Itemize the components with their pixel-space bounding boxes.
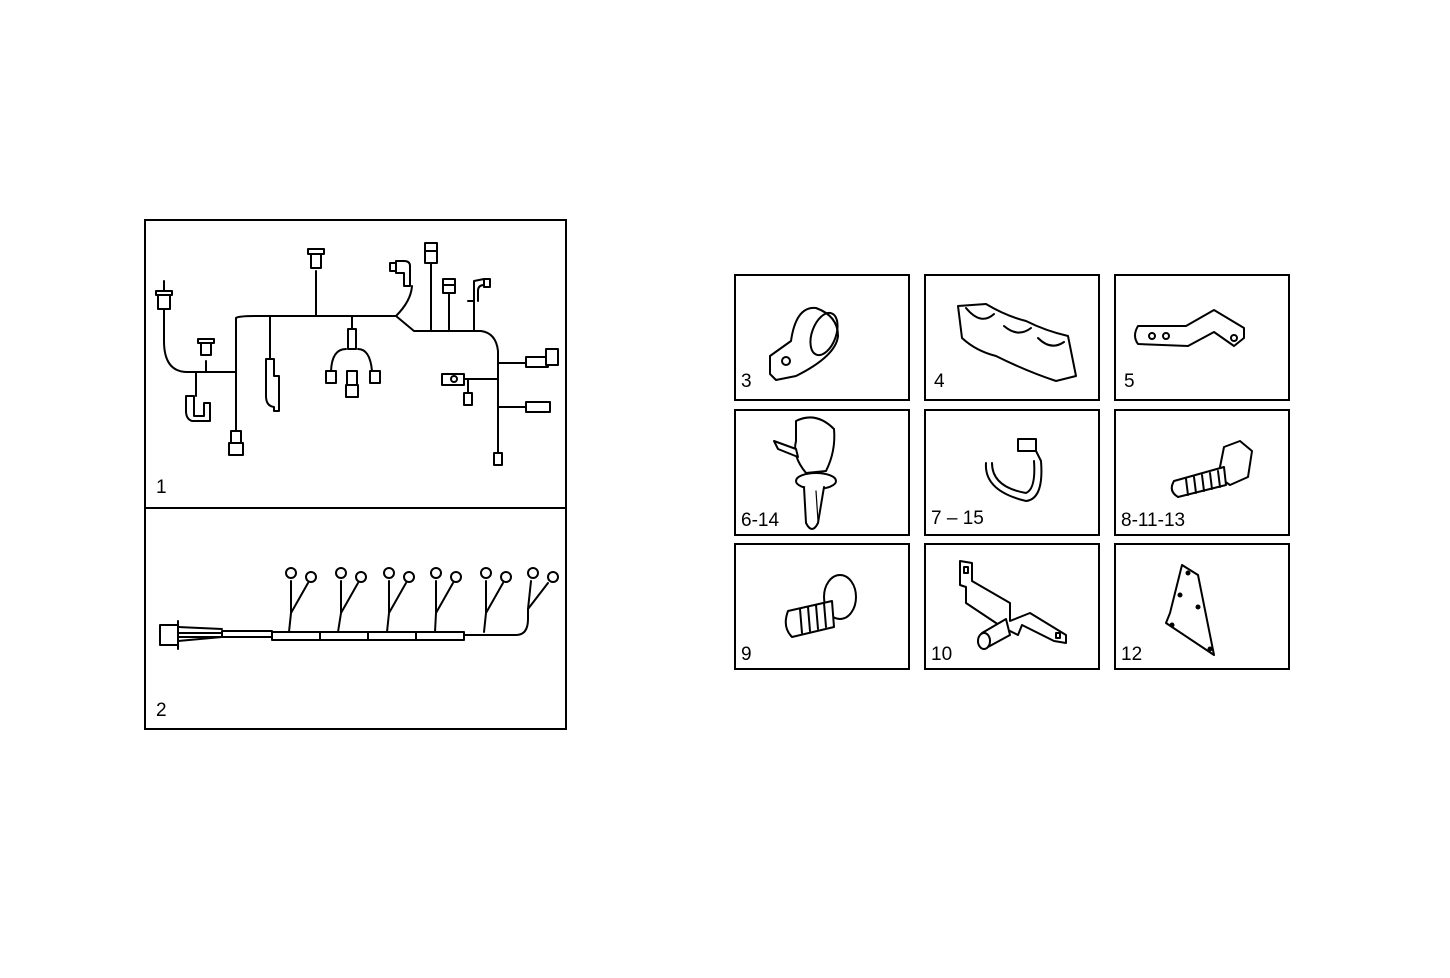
panel-3-p-clip[interactable]: 3 bbox=[734, 274, 910, 401]
panel-2-injector-harness[interactable]: 2 bbox=[144, 507, 567, 730]
panel-2-label: 2 bbox=[156, 700, 167, 721]
panel-7-15-cable-tie[interactable]: 7 – 15 bbox=[924, 409, 1100, 536]
panel-10-label: 10 bbox=[931, 644, 953, 665]
bracket-tube-drawing bbox=[959, 560, 1067, 650]
main-harness-drawing bbox=[155, 242, 559, 466]
triple-clip-drawing bbox=[957, 303, 1077, 382]
panel-3-label: 3 bbox=[741, 371, 752, 392]
panel-5-bracket-strip[interactable]: 5 bbox=[1114, 274, 1290, 401]
triangular-plate-drawing bbox=[1165, 564, 1215, 656]
panel-12-label: 12 bbox=[1121, 644, 1143, 665]
panel-6-14-cable-clip[interactable]: 6-14 bbox=[734, 409, 910, 536]
panel-12-triangular-plate[interactable]: 12 bbox=[1114, 543, 1290, 670]
panel-4-label: 4 bbox=[934, 371, 945, 392]
panel-9-label: 9 bbox=[741, 644, 752, 665]
injector-harness-drawing bbox=[159, 567, 559, 650]
bracket-strip-drawing bbox=[1134, 309, 1245, 347]
panel-7-15-label: 7 – 15 bbox=[931, 508, 984, 529]
flanged-bolt-drawing bbox=[784, 574, 857, 638]
panel-8-11-13-hex-bolt[interactable]: 8-11-13 bbox=[1114, 409, 1290, 536]
cable-tie-drawing bbox=[984, 438, 1043, 502]
p-clip-drawing bbox=[769, 306, 839, 381]
panel-4-triple-clip[interactable]: 4 bbox=[924, 274, 1100, 401]
panel-1-label: 1 bbox=[156, 477, 167, 498]
cable-clip-drawing bbox=[773, 416, 837, 530]
panel-8-11-13-label: 8-11-13 bbox=[1121, 510, 1186, 531]
panel-5-label: 5 bbox=[1124, 371, 1135, 392]
hex-bolt-drawing bbox=[1170, 440, 1253, 498]
panel-9-flanged-bolt[interactable]: 9 bbox=[734, 543, 910, 670]
panel-1-main-harness[interactable]: 1 bbox=[144, 219, 567, 509]
panel-6-14-label: 6-14 bbox=[741, 510, 780, 531]
panel-10-bracket-tube[interactable]: 10 bbox=[924, 543, 1100, 670]
